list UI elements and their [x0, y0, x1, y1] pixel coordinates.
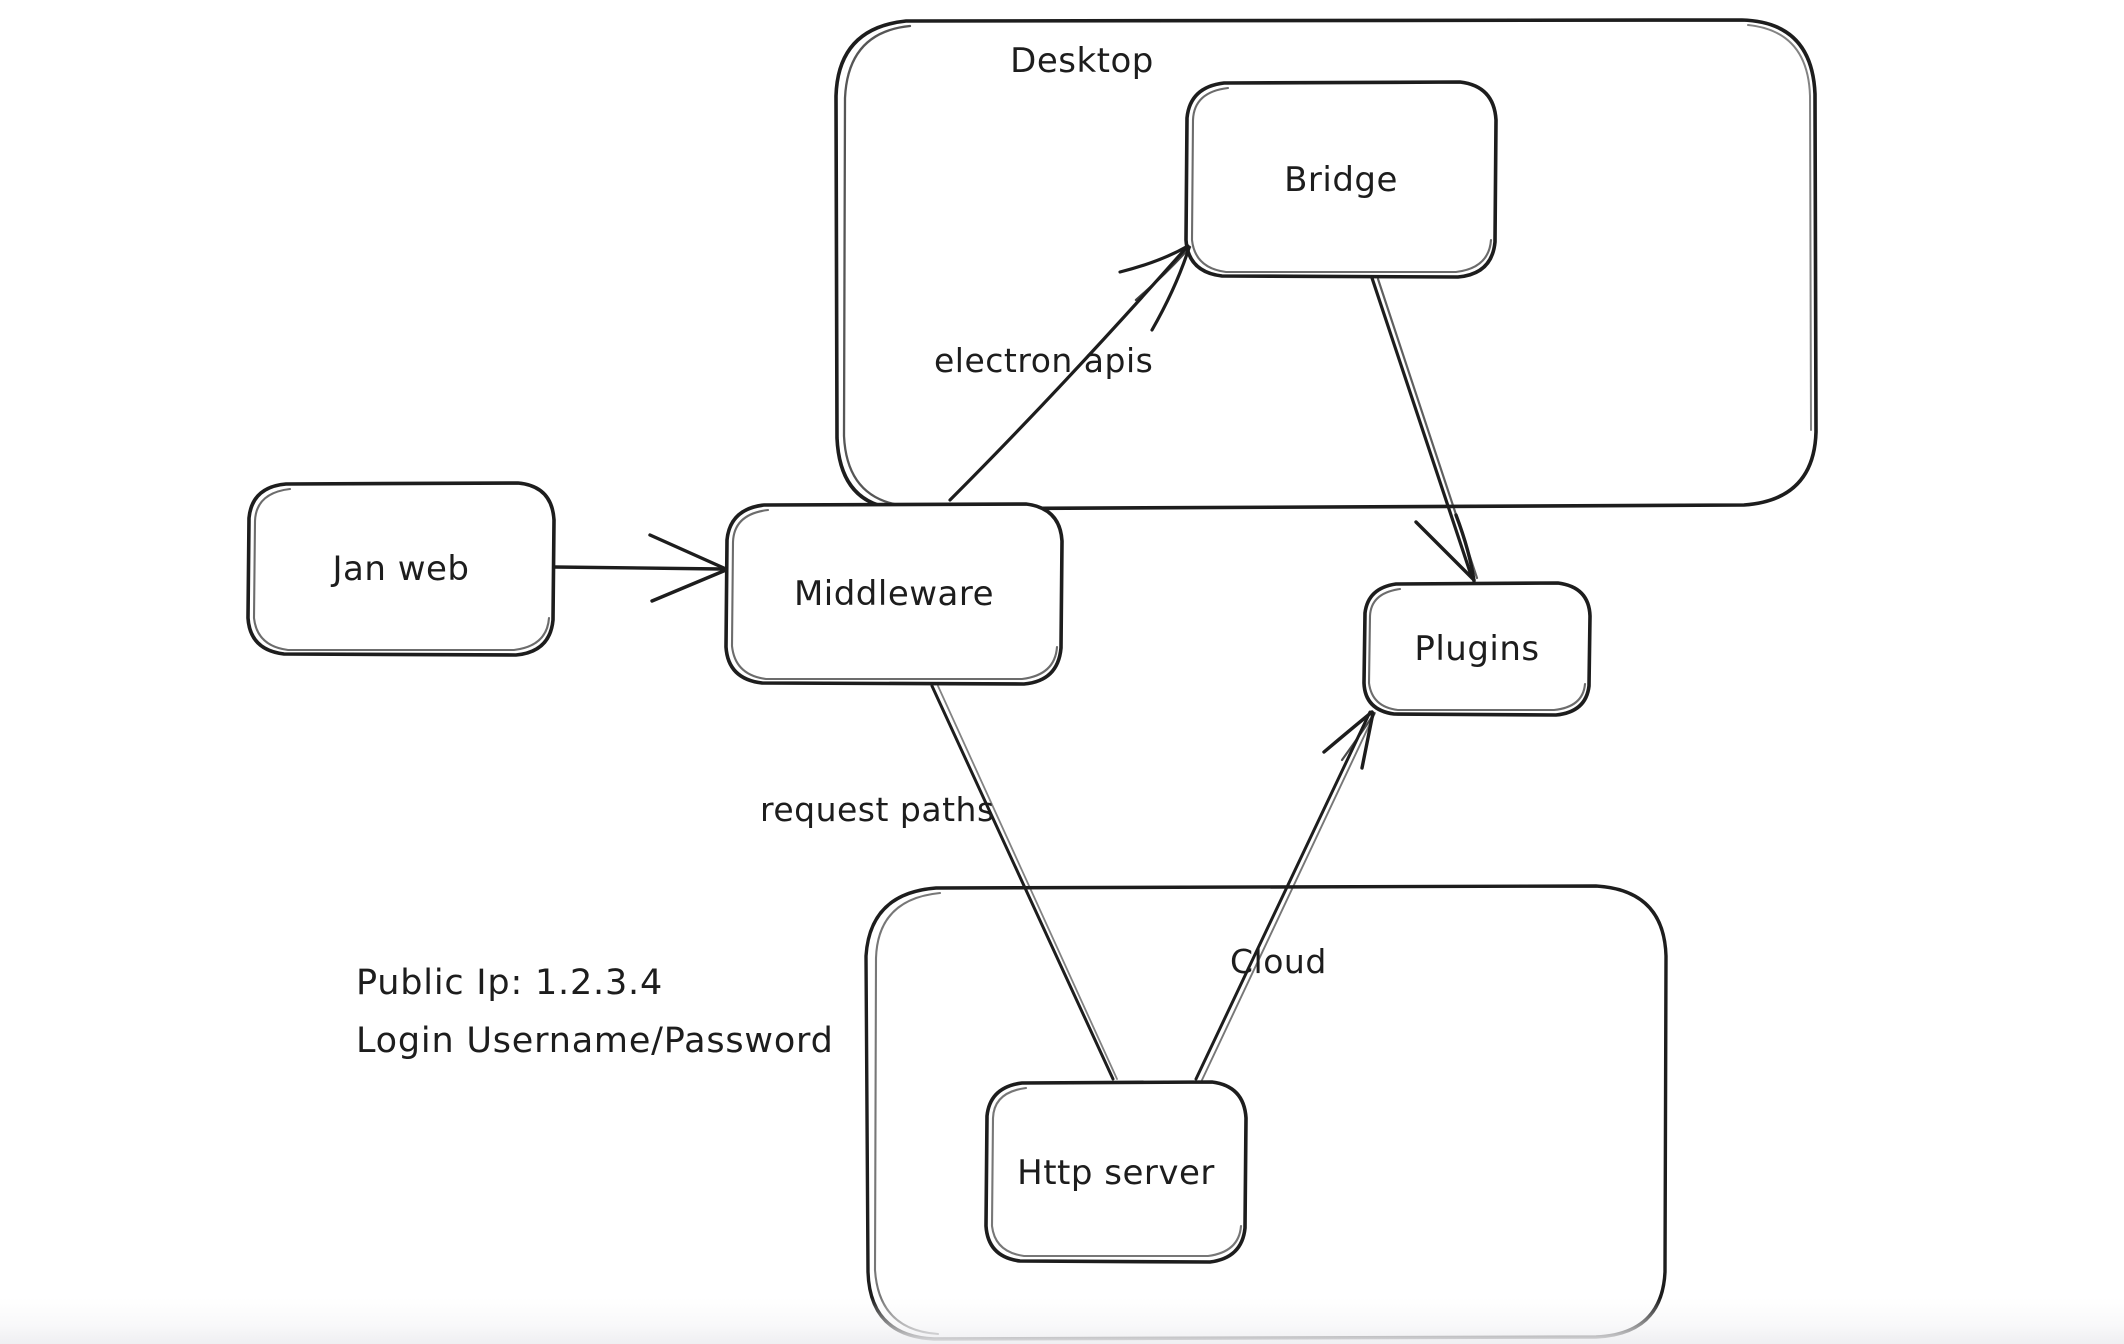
- edge-jan-web-to-middleware-arrow-a: [648, 533, 728, 571]
- container-label-desktop: Desktop: [1010, 41, 1154, 81]
- edge-bridge-to-plugins-line: [1370, 276, 1474, 580]
- node-jan-web-outline-echo: [252, 487, 551, 652]
- container-desktop-outline-echo: [842, 24, 912, 508]
- container-desktop-outline: [834, 18, 1818, 511]
- container-desktop-outline-echo2: [1747, 24, 1812, 431]
- container-cloud-outline-echo: [873, 891, 942, 1336]
- edge-middleware-to-http-server-line-echo: [937, 685, 1118, 1080]
- edge-http-server-to-plugins: [1194, 710, 1376, 1081]
- edge-bridge-to-plugins-arrow-a: [1414, 520, 1476, 582]
- note-public-ip: Public Ip: 1.2.3.4: [356, 963, 664, 1003]
- edge-label-electron-apis: electron apis: [934, 341, 1154, 380]
- edge-label-cloud: Cloud: [1230, 942, 1327, 981]
- edge-label-request-paths: request paths: [760, 790, 995, 829]
- node-label-plugins: Plugins: [1414, 629, 1540, 669]
- edge-jan-web-to-middleware-line: [552, 565, 724, 571]
- edge-jan-web-to-middleware-arrow-b: [650, 568, 728, 603]
- edge-middleware-to-bridge-arrow-a: [1118, 244, 1190, 274]
- edge-middleware-to-bridge-arrow-b: [1150, 246, 1191, 332]
- node-http-server[interactable]: [984, 1080, 1248, 1264]
- node-plugins-outline-echo: [1367, 587, 1587, 712]
- edge-bridge-to-plugins-arrow-b: [1454, 513, 1476, 583]
- node-label-middleware: Middleware: [793, 574, 995, 614]
- node-http-server-outline: [984, 1080, 1248, 1264]
- node-bridge[interactable]: [1184, 80, 1498, 279]
- edge-middleware-to-bridge: [948, 244, 1192, 502]
- node-bridge-outline-echo: [1190, 86, 1493, 274]
- note-login-credentials: Login Username/Password: [356, 1021, 834, 1061]
- node-plugins[interactable]: [1362, 581, 1592, 717]
- node-jan-web-outline: [246, 481, 556, 657]
- edge-bridge-to-plugins: [1370, 276, 1479, 583]
- node-label-jan-web: Jan web: [332, 549, 470, 589]
- edge-http-server-to-plugins-arrow-b: [1360, 711, 1375, 770]
- node-http-server-outline-echo: [990, 1086, 1243, 1258]
- edge-jan-web-to-middleware: [552, 533, 728, 603]
- edge-http-server-to-plugins-arrow-c: [1340, 712, 1376, 762]
- node-label-bridge: Bridge: [1284, 160, 1398, 200]
- edge-middleware-to-http-server-line: [930, 684, 1115, 1081]
- edge-middleware-to-http-server: [930, 684, 1118, 1081]
- node-bridge-outline: [1184, 80, 1498, 279]
- node-plugins-outline: [1362, 581, 1592, 717]
- node-middleware-outline-echo: [730, 508, 1059, 681]
- node-jan-web[interactable]: [246, 481, 556, 657]
- edge-http-server-to-plugins-line: [1194, 710, 1372, 1081]
- edge-http-server-to-plugins-arrow-a: [1322, 710, 1374, 754]
- edge-http-server-to-plugins-line-echo: [1201, 712, 1376, 1081]
- node-label-http-server: Http server: [1017, 1153, 1215, 1193]
- edge-middleware-to-bridge-arrow-c: [1134, 245, 1192, 302]
- node-middleware[interactable]: [724, 502, 1064, 686]
- node-middleware-outline: [724, 502, 1064, 686]
- container-desktop: [834, 18, 1818, 511]
